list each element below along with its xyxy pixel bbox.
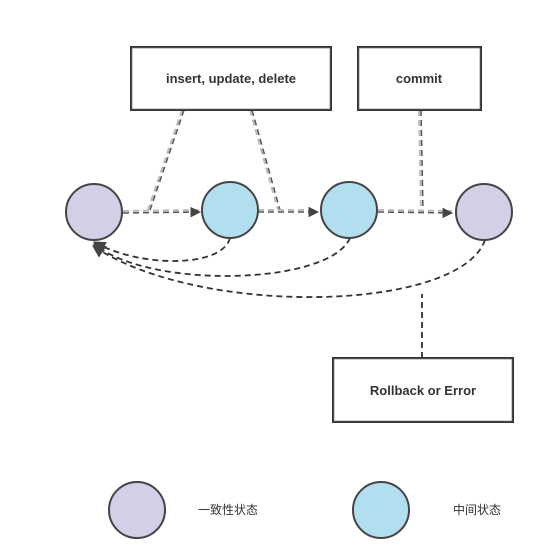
- legend: 一致性状态 中间状态: [108, 481, 501, 539]
- state-intermediate-2: [320, 181, 378, 239]
- operations-box: insert, update, delete: [130, 46, 332, 111]
- operations-box-label: insert, update, delete: [166, 71, 296, 86]
- state-consistent-end: [455, 183, 513, 241]
- commit-connector: [418, 109, 424, 213]
- state-nodes: [65, 181, 513, 241]
- state-consistent-start: [65, 183, 123, 241]
- legend-intermediate-label: 中间状态: [453, 502, 501, 517]
- rollback-curves: [91, 237, 486, 298]
- legend-consistent-label: 一致性状态: [198, 503, 258, 517]
- legend-intermediate-swatch: [352, 481, 410, 539]
- state-intermediate-1: [201, 181, 259, 239]
- rollback-box: Rollback or Error: [332, 357, 514, 423]
- commit-box: commit: [357, 46, 482, 111]
- operations-connectors: [147, 109, 281, 211]
- forward-transitions: [122, 206, 454, 219]
- rollback-box-label: Rollback or Error: [370, 383, 476, 398]
- legend-consistent-swatch: [108, 481, 166, 539]
- commit-box-label: commit: [396, 71, 443, 86]
